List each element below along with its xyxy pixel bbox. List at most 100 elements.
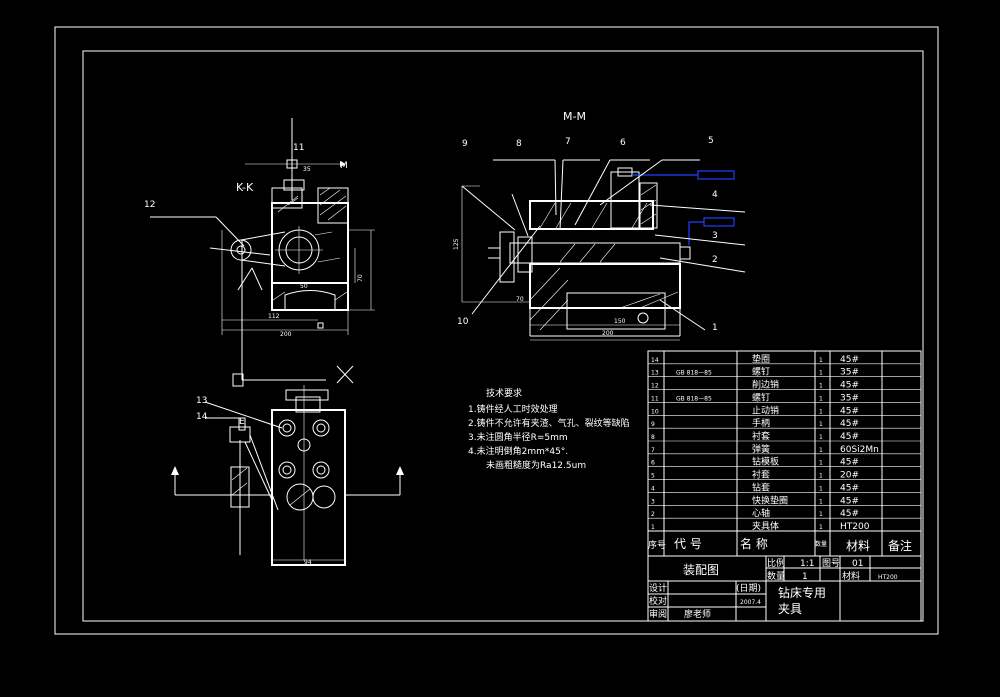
view-plan: E 13 14 94 — [171, 365, 404, 566]
header-code: 代 号 — [674, 537, 702, 551]
header-remark: 备注 — [888, 538, 912, 553]
parts-row-no: 8 — [651, 434, 655, 441]
parts-row-no: 2 — [651, 511, 655, 518]
parts-row-material: 20# — [840, 471, 859, 481]
scale-value: 1:1 — [800, 559, 814, 569]
parts-row-name: 弹簧 — [752, 443, 770, 455]
parts-row-no: 9 — [651, 421, 655, 428]
parts-row-material: 45# — [840, 381, 859, 391]
parts-row-qty: 1 — [819, 357, 823, 364]
tech-req-line-2: 2.铸件不允许有夹渣、气孔、裂纹等缺陷 — [468, 417, 630, 429]
dim-50: 50 — [300, 283, 308, 290]
drawing-no-value: 01 — [852, 559, 863, 569]
parts-row-no: 6 — [651, 460, 655, 467]
callout-7: 7 — [565, 137, 571, 147]
checker-date: 2007.4 — [740, 599, 761, 606]
parts-row-name: 螺钉 — [752, 367, 770, 378]
parts-row-material: HT200 — [840, 522, 870, 532]
parts-row-no: 11 — [651, 395, 659, 402]
annotation-box-lower — [703, 217, 735, 227]
parts-row-no: 1 — [651, 524, 655, 531]
tech-req-line-4: 4.未注明倒角2mm*45°. — [468, 445, 568, 457]
parts-row-no: 10 — [651, 408, 659, 415]
callout-6: 6 — [620, 138, 626, 148]
inner-frame — [82, 50, 924, 622]
annotation-box-upper — [697, 170, 735, 180]
callout-4: 4 — [712, 190, 718, 200]
section-marker-m: M — [340, 161, 348, 171]
parts-row-name: 削边销 — [752, 379, 779, 391]
callout-11: 11 — [293, 143, 304, 153]
designer-label: 设计 — [649, 582, 667, 594]
parts-row-name: 手柄 — [752, 417, 770, 429]
parts-row-qty: 1 — [819, 511, 823, 518]
date-label: (日期) — [736, 583, 761, 594]
view-kk-label: K-K — [236, 181, 254, 194]
header-no: 序号 — [648, 539, 666, 551]
parts-row-code: GB 818—85 — [676, 370, 712, 377]
view-kk: K-K M 35 11 — [144, 118, 375, 380]
parts-row-no: 4 — [651, 485, 655, 492]
reviewer-label: 审阅 — [649, 608, 667, 620]
qty-value: 1 — [802, 572, 808, 582]
parts-row-material: 45# — [840, 458, 859, 468]
parts-row-material: 45# — [840, 419, 859, 429]
tech-requirements: 技术要求 1.铸件经人工时效处理 2.铸件不允许有夹渣、气孔、裂纹等缺陷 3.未… — [468, 387, 630, 471]
dim-200-mm: 200 — [602, 330, 614, 337]
product-name-line2: 夹具 — [778, 602, 802, 616]
parts-row-material: 45# — [840, 509, 859, 519]
callout-13: 13 — [196, 396, 207, 406]
parts-row-qty: 1 — [819, 408, 823, 415]
header-name: 名 称 — [740, 536, 768, 551]
title-block: 装配图 比例 1:1 图号 01 数量 1 材料 HT200 设计 (日期) 校… — [647, 555, 922, 622]
checker-label: 校对 — [649, 595, 667, 607]
dim-side-mm: 125 — [453, 238, 460, 250]
drawing-no-label: 图号 — [822, 558, 840, 569]
parts-row-material: 45# — [840, 432, 859, 442]
parts-row-qty: 1 — [819, 421, 823, 428]
parts-row-material: 45# — [840, 406, 859, 416]
dim-200-kk: 200 — [280, 331, 292, 338]
parts-row-code: GB 818—85 — [676, 395, 712, 402]
callout-14: 14 — [196, 412, 208, 422]
parts-row-name: 止动销 — [752, 404, 779, 416]
material-label: 材料 — [842, 570, 860, 582]
tech-req-line-3: 3.未注圆角半径R=5mm — [468, 431, 568, 443]
parts-row-qty: 1 — [819, 473, 823, 480]
callout-1: 1 — [712, 323, 718, 333]
parts-row-no: 3 — [651, 498, 655, 505]
drawing-name: 装配图 — [683, 563, 719, 577]
parts-row-name: 衬套 — [752, 430, 770, 442]
reviewer-name: 廖老师 — [684, 608, 711, 620]
product-name-line1: 钻床专用 — [778, 585, 826, 600]
parts-row-no: 13 — [651, 370, 659, 377]
tech-req-line-5: 未画粗糙度为Ra12.5um — [486, 459, 586, 471]
parts-row-no: 12 — [651, 383, 659, 390]
parts-row-name: 夹具体 — [752, 520, 779, 532]
parts-row-qty: 1 — [819, 460, 823, 467]
view-mm-label: M-M — [563, 110, 586, 123]
parts-row-qty: 1 — [819, 498, 823, 505]
parts-row-no: 14 — [651, 357, 659, 364]
callout-10: 10 — [457, 317, 469, 327]
material-value: HT200 — [878, 574, 898, 581]
parts-row-name: 钻模板 — [752, 456, 779, 468]
dim-70: 70 — [357, 274, 364, 282]
parts-row-name: 垫圈 — [752, 353, 770, 365]
callout-8: 8 — [516, 139, 522, 149]
outer-frame — [54, 26, 939, 635]
parts-row-qty: 1 — [819, 395, 823, 402]
callout-3: 3 — [712, 231, 718, 241]
parts-row-name: 衬套 — [752, 469, 770, 481]
callout-12: 12 — [144, 200, 155, 210]
callout-9: 9 — [462, 139, 468, 149]
parts-row-name: 心轴 — [752, 507, 770, 519]
parts-row-material: 35# — [840, 368, 859, 378]
parts-row-no: 5 — [651, 473, 655, 480]
parts-row-material: 45# — [840, 355, 859, 365]
parts-row-name: 钻套 — [752, 481, 770, 493]
qty-label: 数量 — [767, 570, 785, 582]
parts-row-qty: 1 — [819, 447, 823, 454]
